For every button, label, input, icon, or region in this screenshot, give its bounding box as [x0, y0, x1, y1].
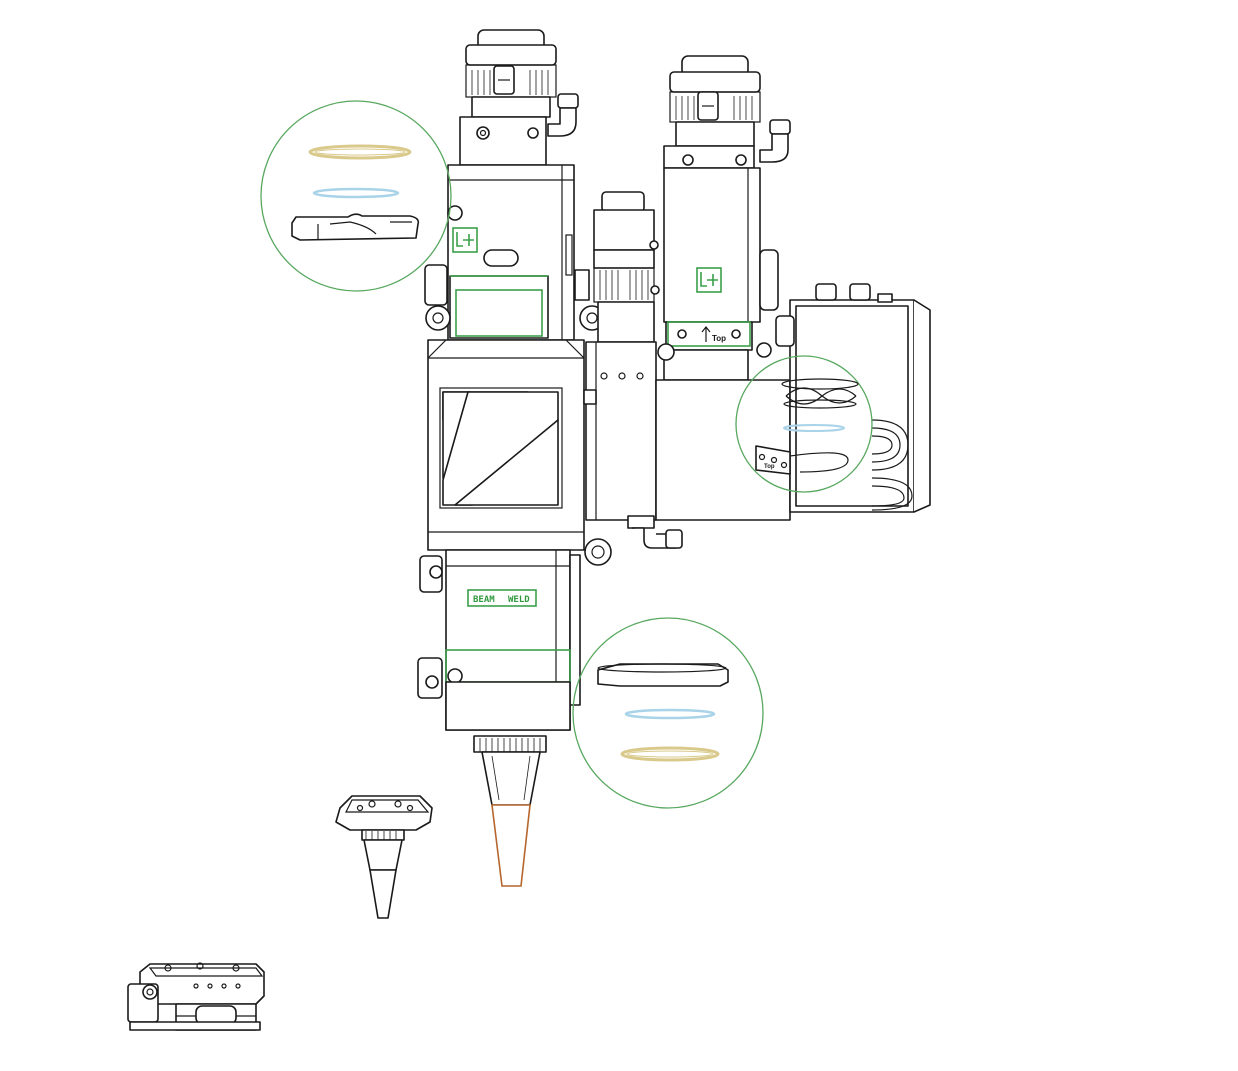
- spare-nozzle-assembly: [335, 795, 433, 919]
- left-collimator-module: [424, 29, 605, 341]
- air-fitting-icon: [627, 515, 683, 549]
- air-fitting-icon: [547, 93, 579, 137]
- top-marking-small-label: Top: [764, 464, 775, 470]
- right-collimator-module: Top: [655, 55, 791, 521]
- middle-camera-module: [583, 191, 683, 566]
- nameplate-word-beam: BEAM: [473, 595, 495, 605]
- spare-mount-block: [127, 962, 265, 1031]
- logo-badge-icon: [696, 267, 722, 293]
- top-marking-label: Top: [712, 334, 726, 343]
- logo-badge-icon: [452, 227, 478, 253]
- nozzle-tip: [481, 751, 541, 887]
- callout-wobble-assembly: Top: [735, 355, 873, 493]
- focusing-module: BEAM WELD: [417, 549, 581, 887]
- callout-focus-window: [572, 617, 764, 809]
- air-fitting-icon: [759, 119, 791, 163]
- callout-protective-window-top: [260, 100, 452, 292]
- beam-combiner-housing: [427, 339, 585, 551]
- air-fitting-icon: [417, 657, 443, 699]
- nameplate-word-weld: WELD: [508, 595, 530, 605]
- beam-weld-nameplate: BEAM WELD: [467, 589, 537, 607]
- air-fitting-icon: [419, 555, 443, 593]
